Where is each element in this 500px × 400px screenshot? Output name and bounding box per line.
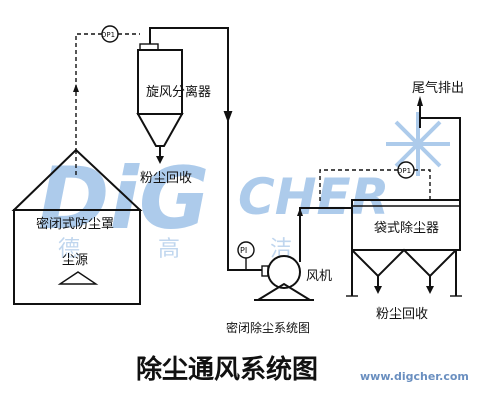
fan: PI 风机: [227, 118, 352, 301]
pressure-gauge-dp1-right: DP1: [319, 161, 431, 202]
exhaust-outlet: 尾气排出: [412, 80, 464, 200]
watermark-star-icon: [386, 112, 450, 176]
watermark-brand-left: DiG: [38, 149, 209, 249]
gauge-dp1-right-label: DP1: [397, 167, 411, 175]
diagram-title: 除尘通风系统图: [136, 354, 318, 385]
fan-label: 风机: [306, 269, 332, 284]
exhaust-label: 尾气排出: [412, 80, 464, 96]
cyclone-separator: 旋风分离器 粉尘回收: [136, 27, 233, 186]
dust-recovery-bottom-label: 粉尘回收: [376, 307, 428, 322]
enclosure-label: 密闭式防尘罩: [36, 216, 114, 232]
watermark-url: www.digcher.com: [360, 370, 469, 383]
gauge-dp1-top-label: DP1: [101, 31, 115, 39]
watermark-char-3: 洁: [270, 237, 292, 262]
watermark: DiG CHER 德 高 洁: [38, 112, 450, 262]
watermark-char-2: 高: [158, 237, 180, 262]
dust-enclosure: 密闭式防尘罩 尘源: [11, 148, 143, 305]
bag-filter-label: 袋式除尘器: [374, 221, 439, 236]
gauge-pi-label: PI: [240, 246, 247, 255]
dust-source-label: 尘源: [62, 253, 88, 268]
watermark-char-1: 德: [58, 237, 80, 262]
bag-filter: 袋式除尘器 粉尘回收: [346, 199, 462, 322]
diagram-subtitle: 密闭除尘系统图: [226, 320, 310, 335]
cyclone-label: 旋风分离器: [146, 84, 211, 100]
watermark-brand-right: CHER: [238, 168, 389, 226]
dust-recovery-top-label: 粉尘回收: [140, 171, 192, 186]
pressure-gauge-dp1-top: DP1: [73, 25, 140, 150]
